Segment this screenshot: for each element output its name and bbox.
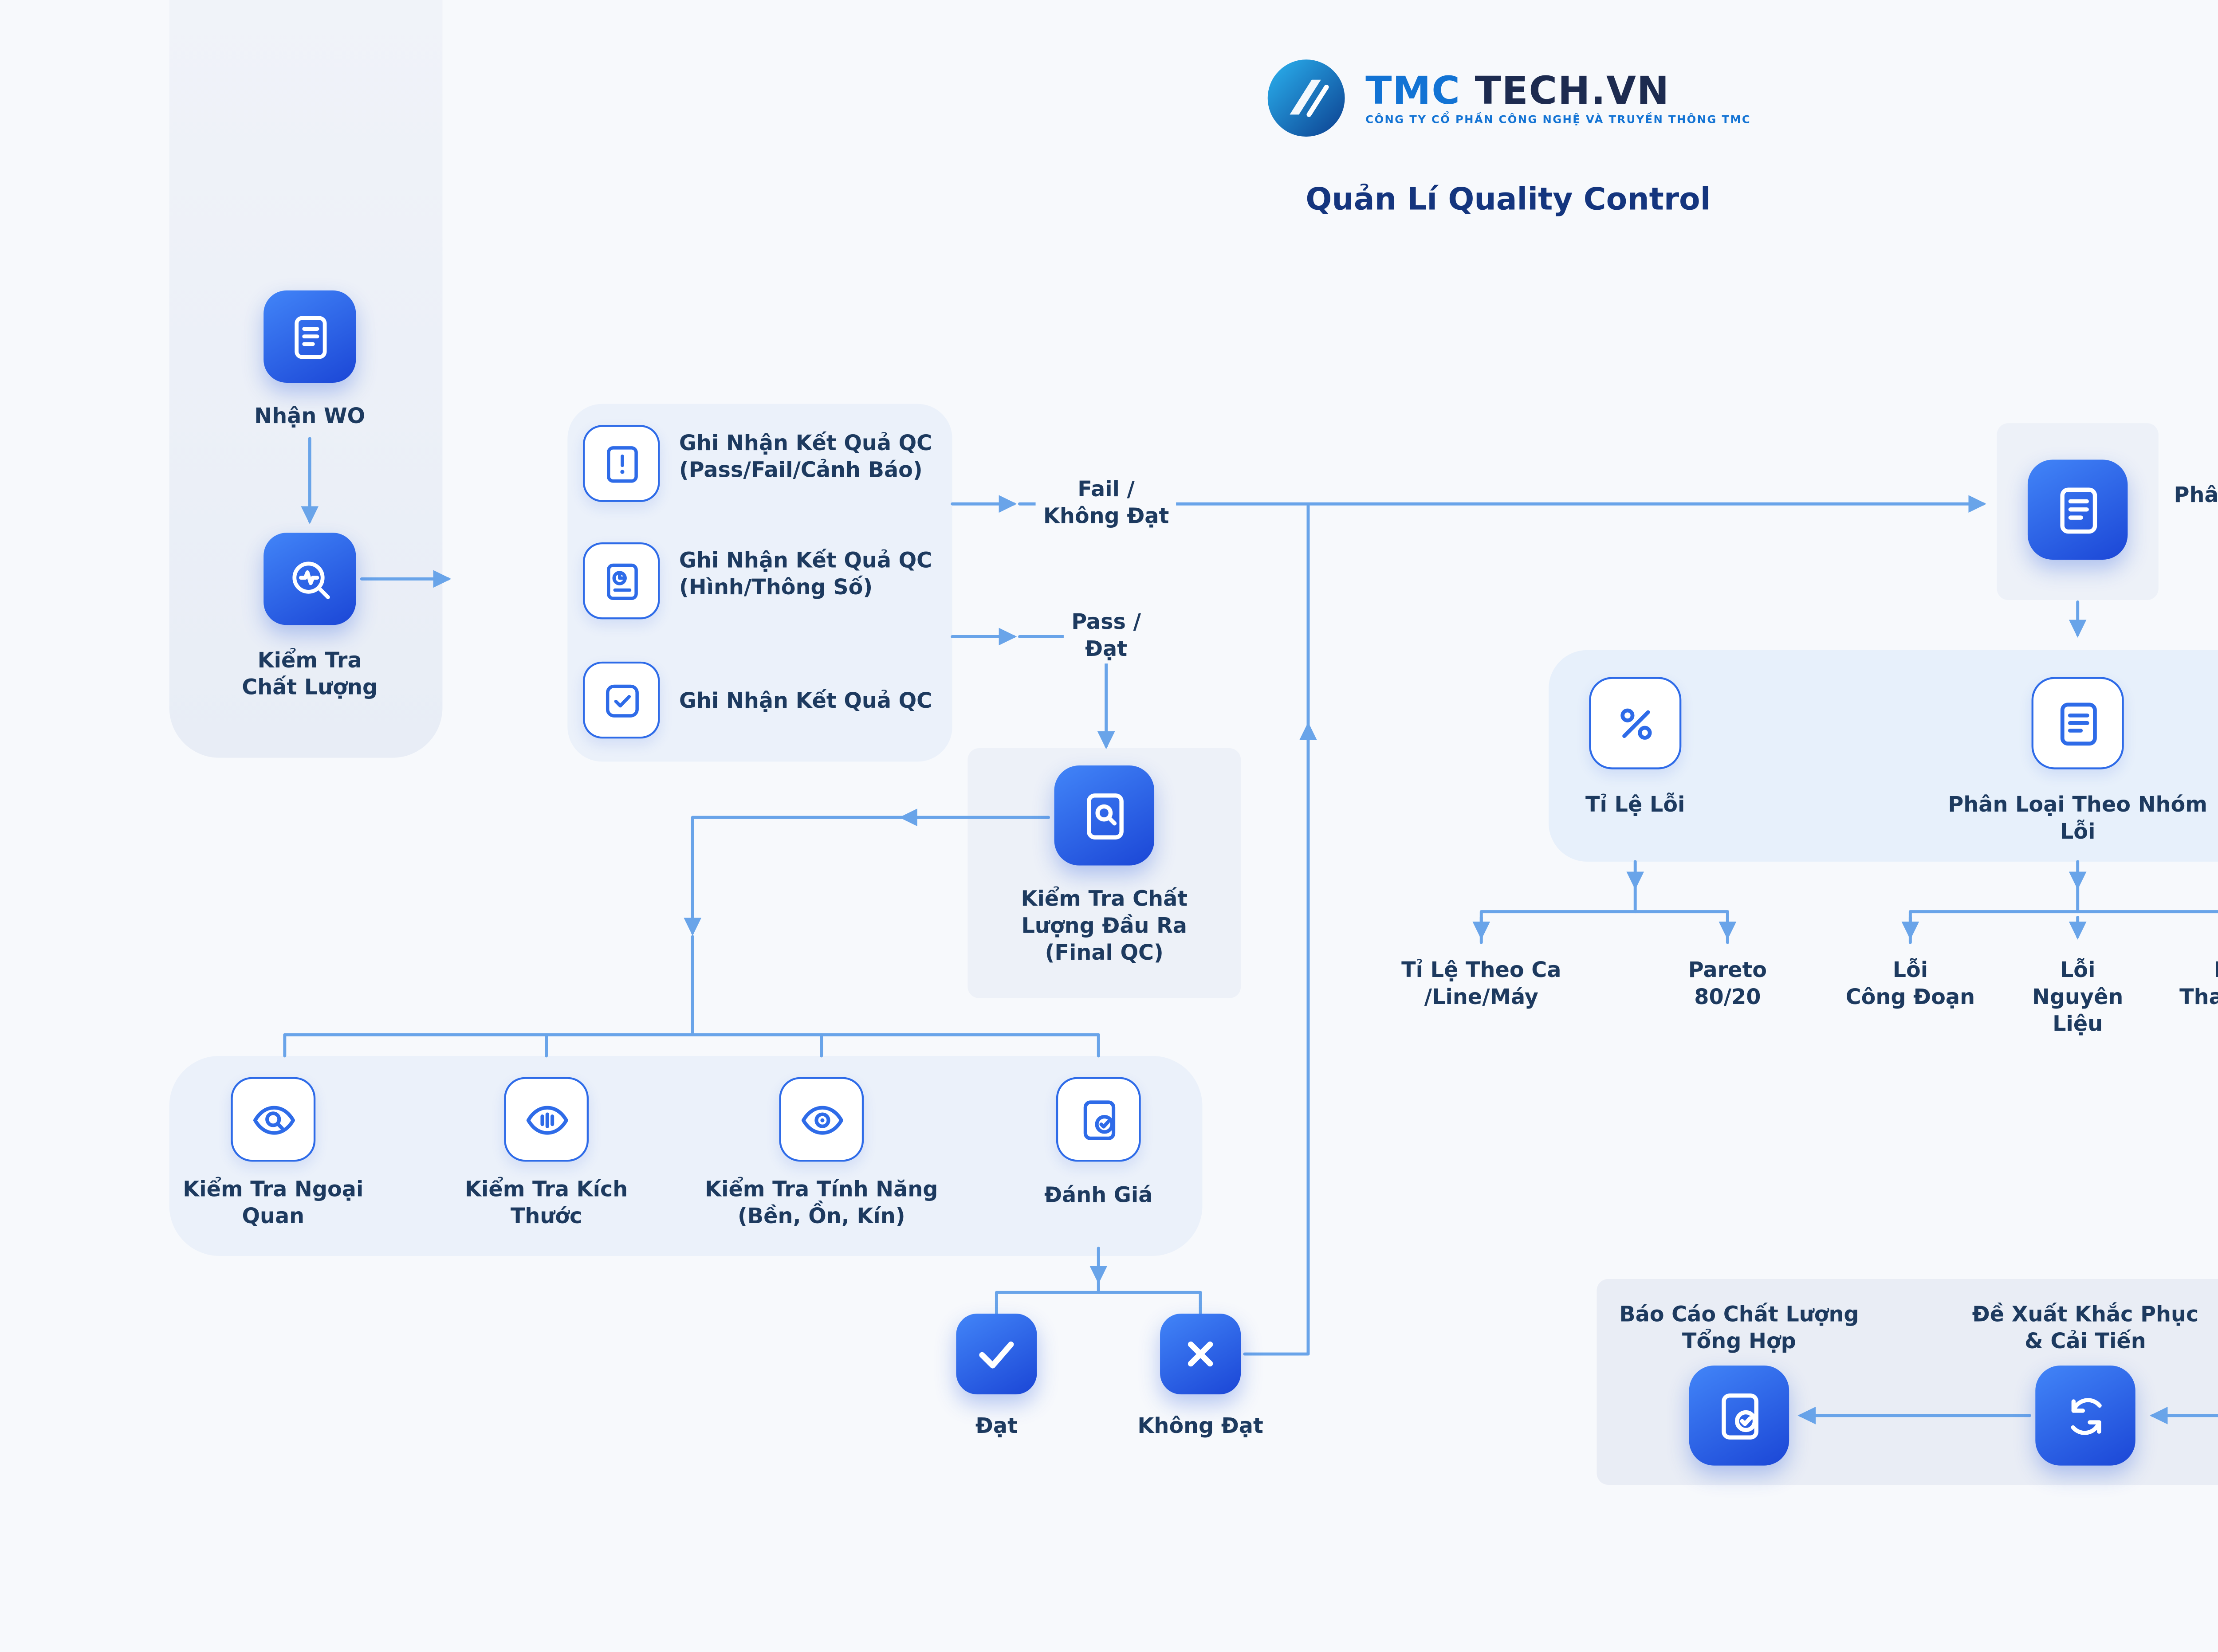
label-loi-thao-tac: Lỗi Thao Tác	[2179, 958, 2218, 1010]
alert-doc-icon	[606, 445, 637, 482]
node-ghi-nhan-3	[583, 661, 660, 739]
node-danh-gia	[1056, 1077, 1141, 1162]
doc-lines-icon	[294, 315, 326, 358]
node-khong-dat	[1160, 1313, 1241, 1395]
node-ti-le-loi	[1589, 677, 1682, 769]
node-dat	[956, 1313, 1037, 1395]
label-khong-dat: Không Đạt	[1137, 1413, 1263, 1439]
edge-label-pass: Pass / Đạt	[1063, 609, 1149, 664]
panel-inspections	[169, 1056, 1203, 1256]
eye-search-icon	[252, 1105, 294, 1134]
label-dat: Đạt	[975, 1413, 1018, 1439]
label-loi-nguyen-lieu: Lỗi Nguyên Liệu	[2032, 957, 2124, 1036]
label-loi-cong-doan: Lỗi Công Đoạn	[1845, 957, 1975, 1010]
label-ti-le-loi: Tỉ Lệ Lỗi	[1585, 792, 1685, 818]
eye-icon	[800, 1105, 842, 1134]
label-phan-loai-theo-nhom: Phân Loại Theo Nhóm Lỗi	[1948, 792, 2207, 844]
node-de-xuat-khac-phuc	[2035, 1366, 2135, 1466]
label-bao-cao-chat-luong: Báo Cáo Chất Lượng Tổng Hợp	[1619, 1302, 1859, 1354]
brand-name-secondary: TECH.VN	[1475, 66, 1670, 113]
label-kiem-tra-chat-luong: Kiểm Tra Chất Lượng	[242, 648, 378, 700]
brand-text: TMC TECH.VN CÔNG TY CỔ PHẦN CÔNG NGHỆ VÀ…	[1365, 66, 1751, 126]
label-kiem-tra-ngoai-quan: Kiểm Tra Ngoại Quan	[183, 1177, 364, 1229]
node-nhan-wo	[263, 290, 356, 383]
node-kiem-tra-kich-thuoc	[504, 1077, 589, 1162]
label-kiem-tra-tinh-nang: Kiểm Tra Tính Năng (Bền, Ồn, Kín)	[705, 1177, 938, 1229]
chart-doc-icon	[606, 562, 637, 599]
label-phan-loai-loi: Phân Loại Lỗi	[2174, 483, 2218, 508]
node-kiem-tra-chat-luong	[263, 533, 356, 625]
label-pareto: Pareto 80/20	[1688, 957, 1767, 1010]
node-bao-cao-chat-luong	[1689, 1366, 1789, 1466]
label-final-qc: Kiểm Tra Chất Lượng Đầu Ra (Final QC)	[1021, 887, 1188, 965]
doc-summary-icon	[1721, 1392, 1758, 1439]
brand-tagline: CÔNG TY CỔ PHẦN CÔNG NGHỆ VÀ TRUYỀN THÔN…	[1365, 114, 1751, 126]
label-danh-gia: Đánh Giá	[1044, 1183, 1153, 1208]
label-de-xuat-khac-phuc: Đề Xuất Khắc Phục & Cải Tiến	[1972, 1302, 2199, 1354]
node-phan-loai-theo-nhom	[2031, 677, 2124, 769]
label-ghi-nhan-3: Ghi Nhận Kết Quả QC	[679, 688, 932, 714]
brand-name-primary: TMC	[1365, 66, 1461, 113]
node-ghi-nhan-2	[583, 542, 660, 620]
node-ghi-nhan-1	[583, 425, 660, 502]
label-kiem-tra-kich-thuoc: Kiểm Tra Kích Thước	[465, 1177, 628, 1229]
search-doc-icon	[1085, 792, 1123, 839]
check-square-icon	[605, 683, 638, 717]
doc-report-icon	[2059, 487, 2096, 533]
tmc-logo-icon	[1267, 59, 1345, 137]
node-phan-loai-loi	[2027, 459, 2128, 560]
node-kiem-tra-tinh-nang	[779, 1077, 864, 1162]
label-ghi-nhan-2: Ghi Nhận Kết Quả QC (Hình/Thông Số)	[679, 548, 932, 600]
page-title: Quản Lí Quality Control	[1306, 181, 1711, 218]
doc-group-icon	[2059, 702, 2096, 745]
label-ti-le-theo-ca: Tỉ Lệ Theo Ca /Line/Máy	[1401, 957, 1561, 1010]
x-icon	[1188, 1341, 1213, 1367]
doc-check-badge-icon	[1082, 1099, 1114, 1139]
node-kiem-tra-ngoai-quan	[231, 1077, 316, 1162]
check-icon	[979, 1341, 1014, 1369]
search-pulse-icon	[291, 561, 329, 598]
edge-label-fail: Fail / Không Đạt	[1035, 477, 1177, 531]
percent-icon	[1620, 707, 1651, 739]
brand-header: TMC TECH.VN CÔNG TY CỔ PHẦN CÔNG NGHỆ VÀ…	[0, 58, 2218, 138]
label-nhan-wo: Nhận WO	[254, 404, 366, 429]
refresh-icon	[2070, 1397, 2101, 1434]
node-final-qc	[1054, 765, 1155, 866]
label-ghi-nhan-1: Ghi Nhận Kết Quả QC (Pass/Fail/Cảnh Báo)	[679, 431, 932, 483]
eye-scan-icon	[525, 1105, 567, 1134]
